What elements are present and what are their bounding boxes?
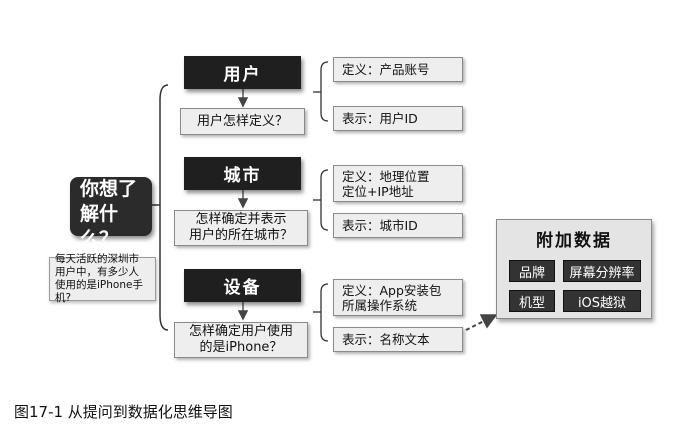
- extra-data-tag-model: 机型: [509, 290, 555, 312]
- figure-caption: 图17-1 从提问到数据化思维导图: [14, 403, 233, 421]
- branch-definition-user: 定义：产品账号: [333, 57, 463, 82]
- bracket-device: [320, 283, 329, 342]
- branch-question-user: 用户怎样定义？: [180, 108, 305, 135]
- branch-head-device: 设备: [184, 269, 301, 302]
- context-note-line1: 每天活跃的深圳市: [55, 253, 139, 265]
- dashed-arrow-extra: [465, 314, 498, 331]
- branch-question-device: 怎样确定用户使用 的是iPhone？: [174, 322, 308, 358]
- branch-definition-city-line2: 定位+IP地址: [342, 183, 414, 199]
- branch-representation-device: 表示：名称文本: [333, 327, 463, 352]
- branch-question-device-line1: 怎样确定用户使用: [188, 324, 293, 339]
- branch-head-user: 用户: [184, 56, 301, 89]
- branch-question-city-line1: 怎样确定并表示: [195, 212, 287, 227]
- extra-data-box: 附加数据 品牌 屏幕分辨率 机型 iOS越狱: [496, 219, 652, 319]
- main-question-line1: 你想了: [80, 178, 138, 200]
- branch-definition-device-line1: 定义：App安装包: [342, 282, 442, 298]
- extra-data-title: 附加数据: [536, 230, 612, 251]
- branch-definition-city-line1: 定义：地理位置: [342, 168, 430, 184]
- branch-question-device-line2: 的是iPhone？: [199, 340, 283, 355]
- bracket-city: [320, 169, 329, 231]
- branch-definition-user-line1: 定义：产品账号: [342, 62, 430, 77]
- main-question-line2: 解什么？: [80, 203, 119, 250]
- context-note: 每天活跃的深圳市 用户中，有多少人 使用的是iPhone手机?: [49, 253, 156, 304]
- branch-representation-user: 表示：用户ID: [333, 106, 463, 131]
- branch-definition-device: 定义：App安装包 所属操作系统: [333, 279, 463, 316]
- branch-question-user-line1: 用户怎样定义？: [196, 113, 288, 129]
- branch-representation-city: 表示：城市ID: [333, 213, 463, 238]
- context-note-line2: 用户中，有多少人: [55, 266, 139, 278]
- bracket-user: [320, 61, 329, 122]
- extra-data-tag-resolution: 屏幕分辨率: [563, 260, 641, 282]
- main-bracket: [159, 84, 169, 331]
- extra-data-tag-jailbreak: iOS越狱: [563, 290, 641, 312]
- branch-question-city-line2: 用户的所在城市？: [188, 228, 293, 243]
- branch-definition-city: 定义：地理位置 定位+IP地址: [333, 165, 463, 202]
- context-note-line3: 使用的是iPhone手机?: [55, 279, 143, 304]
- main-question: 你想了 解什么？: [70, 177, 152, 250]
- branch-definition-device-line2: 所属操作系统: [342, 297, 418, 313]
- branch-head-city: 城市: [184, 157, 301, 190]
- extra-data-tag-brand: 品牌: [509, 260, 555, 282]
- branch-question-city: 怎样确定并表示 用户的所在城市？: [174, 210, 308, 246]
